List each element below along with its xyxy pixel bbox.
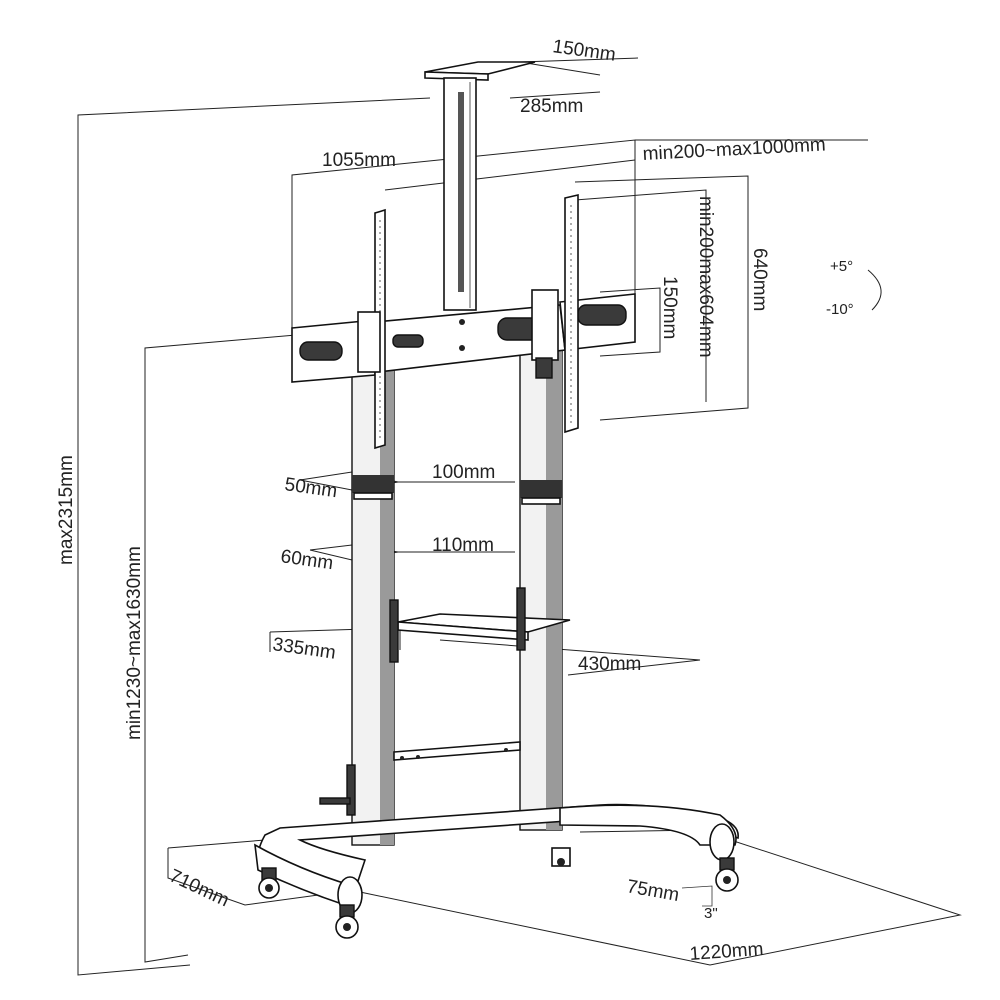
label-lower-pole-width: 110mm [432, 535, 494, 556]
label-base-depth: 710mm [166, 865, 232, 911]
label-bracket-height: 150mm [659, 276, 680, 339]
label-tilt-up: +5° [830, 258, 853, 275]
label-total-height: max2315mm [56, 455, 77, 565]
crossbar [393, 741, 521, 761]
right-pole [519, 344, 563, 831]
tv-bracket [291, 193, 636, 450]
label-caster-size-in: 3" [704, 905, 718, 922]
ceiling-column [424, 61, 536, 311]
label-caster-size-mm: 75mm [625, 876, 681, 906]
label-base-width: 1220mm [689, 939, 764, 965]
label-vesa-vertical: min200max604mm [695, 196, 716, 358]
label-bracket-width: 1055mm [322, 150, 396, 171]
caster-front-right [715, 857, 739, 892]
label-upper-pole-depth: 50mm [283, 474, 338, 502]
wheeled-base [254, 803, 739, 914]
caster-front-left [258, 867, 280, 899]
label-tilt-down: -10° [826, 301, 854, 318]
label-ceiling-plate-width: 150mm [551, 36, 617, 66]
av-shelf [389, 587, 571, 663]
caster-front-center [335, 904, 359, 939]
label-rail-height: 640mm [749, 248, 770, 311]
label-ceiling-plate-depth: 285mm [520, 96, 583, 117]
label-shelf-width: 430mm [578, 654, 641, 675]
height-crank-handle [319, 764, 356, 816]
dimension-lines [77, 57, 962, 976]
label-vesa-horizontal: min200~max1000mm [642, 134, 826, 165]
left-pole [351, 344, 395, 846]
label-upper-pole-width: 100mm [432, 462, 495, 483]
label-lower-pole-depth: 60mm [279, 546, 334, 574]
label-mount-height: min1230~max1630mm [124, 546, 145, 740]
label-shelf-depth: 335mm [271, 634, 337, 664]
caster-rear-left [551, 847, 571, 867]
